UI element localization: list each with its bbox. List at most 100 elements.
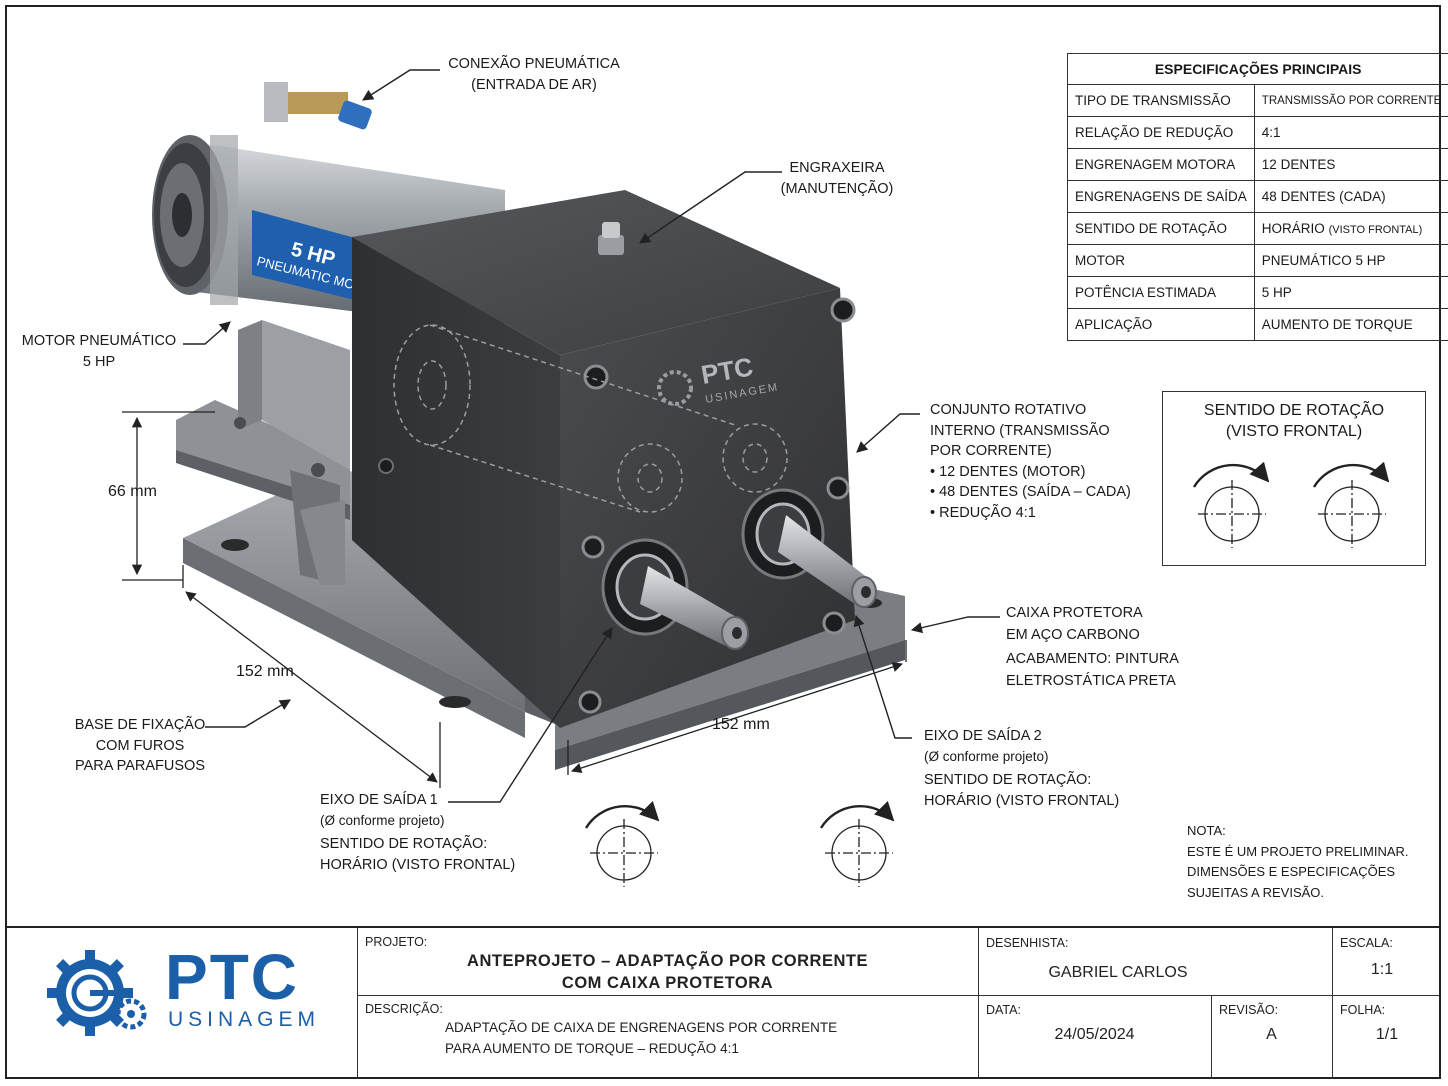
dimension-base-depth: 152 mm xyxy=(236,663,294,680)
callout-line: POR CORRENTE) xyxy=(930,443,1052,459)
spec-value-small: (VISTO FRONTAL) xyxy=(1328,224,1423,236)
callout-line: HORÁRIO (VISTO FRONTAL) xyxy=(924,792,1120,809)
specs-table: ESPECIFICAÇÕES PRINCIPAIS TIPO DE TRANSM… xyxy=(1066,53,1448,341)
dimension-height: 66 mm xyxy=(108,483,157,500)
rotation-box-title: SENTIDO DE ROTAÇÃO (VISTO FRONTAL) xyxy=(1163,400,1425,442)
rotation-symbol-box-right xyxy=(1312,461,1390,548)
description-text: ADAPTAÇÃO DE CAIXA DE ENGRENAGENS POR CO… xyxy=(445,1017,837,1059)
revision-cell xyxy=(1211,995,1212,1079)
revision-value: A xyxy=(1266,1026,1277,1043)
callout-line: MOTOR PNEUMÁTICO xyxy=(21,333,177,349)
rotation-symbol-shaft-2 xyxy=(819,800,895,887)
drafter-cell xyxy=(978,928,979,1079)
note-title: NOTA: xyxy=(1187,823,1226,838)
title-block-divider xyxy=(357,995,1439,996)
callout-line: COM FUROS xyxy=(95,737,185,754)
callout-line: SENTIDO DE ROTAÇÃO: xyxy=(320,836,488,852)
sheet-label: FOLHA: xyxy=(1340,1003,1386,1017)
callout-mounting-base: BASE DE FIXAÇÃO COM FUROS PARA PARAFUSOS xyxy=(60,715,220,777)
callout-pneumatic-motor: MOTOR PNEUMÁTICO 5 HP xyxy=(18,331,180,372)
spec-value: 4:1 xyxy=(1253,116,1448,149)
callout-note: (Ø conforme projeto) xyxy=(924,748,1049,764)
motor-mount xyxy=(176,320,350,585)
project-cell xyxy=(357,928,358,1079)
table-row: SENTIDO DE ROTAÇÃO HORÁRIO (VISTO FRONTAL… xyxy=(1067,212,1448,245)
callout-line: ACABAMENTO: PINTURA xyxy=(1006,651,1179,667)
callout-line: PARA PARAFUSOS xyxy=(75,758,205,774)
note-line: DIMENSÕES E ESPECIFICAÇÕES xyxy=(1187,864,1396,879)
spec-value-main: HORÁRIO xyxy=(1261,221,1325,236)
logo-main-text: PTC xyxy=(165,941,299,1013)
date-value: 24/05/2024 xyxy=(1054,1026,1135,1043)
spec-value: 12 DENTES xyxy=(1253,148,1448,181)
project-title: ANTEPROJETO – ADAPTAÇÃO POR CORRENTE COM… xyxy=(357,950,978,994)
rotation-symbol-box-left xyxy=(1192,461,1270,548)
pneumatic-motor: 5 HP PNEUMATIC MOTOR xyxy=(152,82,505,330)
date-label: DATA: xyxy=(986,1003,1021,1017)
callout-line: • 12 DENTES (MOTOR) xyxy=(930,463,1086,480)
callout-note: (Ø conforme projeto) xyxy=(320,812,445,828)
note-line: SUJEITAS A REVISÃO. xyxy=(1187,884,1325,900)
note-line: ESTE É UM PROJETO PRELIMINAR. xyxy=(1187,843,1409,859)
rotation-symbol-shaft-1 xyxy=(584,800,660,887)
output-shaft-2 xyxy=(741,488,877,608)
callout-rotating-assembly: CONJUNTO ROTATIVO INTERNO (TRANSMISSÃO P… xyxy=(930,400,1131,523)
project-title-line: COM CAIXA PROTETORA xyxy=(561,974,774,992)
sheet-value: 1/1 xyxy=(1375,1026,1399,1043)
project-title-line: ANTEPROJETO – ADAPTAÇÃO POR CORRENTE xyxy=(467,952,868,970)
callout-protective-case: CAIXA PROTETORA EM AÇO CARBONO ACABAMENT… xyxy=(1006,603,1179,692)
gear-logo-icon xyxy=(47,950,147,1036)
rotation-box-title-line: (VISTO FRONTAL) xyxy=(1225,423,1363,440)
spec-label: RELAÇÃO DE REDUÇÃO xyxy=(1067,116,1255,149)
drafter-label: DESENHISTA: xyxy=(986,936,1069,950)
spec-value: AUMENTO DE TORQUE xyxy=(1253,308,1448,341)
description-line: ADAPTAÇÃO DE CAIXA DE ENGRENAGENS POR CO… xyxy=(445,1020,838,1035)
dimension-case-width: 152 mm xyxy=(712,716,770,733)
case-logo-icon xyxy=(657,370,693,406)
callout-line: CONEXÃO PNEUMÁTICA xyxy=(448,56,620,72)
specs-title: ESPECIFICAÇÕES PRINCIPAIS xyxy=(1066,53,1448,85)
callout-line: • REDUÇÃO 4:1 xyxy=(930,504,1036,521)
gearbox-illustration: 5 HP PNEUMATIC MOTOR xyxy=(122,69,1390,887)
title-block: PTC USINAGEM PROJETO: ANTEPROJETO – ADAP… xyxy=(5,926,1441,1079)
note-block: NOTA: ESTE É UM PROJETO PRELIMINAR. DIME… xyxy=(1187,821,1409,903)
revision-label: REVISÃO: xyxy=(1219,1003,1279,1017)
spec-label: SENTIDO DE ROTAÇÃO xyxy=(1067,212,1255,245)
callout-line: EM AÇO CARBONO xyxy=(1006,626,1140,643)
scale-label: ESCALA: xyxy=(1340,936,1393,950)
spec-label: ENGRENAGEM MOTORA xyxy=(1067,148,1255,181)
description-label: DESCRIÇÃO: xyxy=(365,1002,443,1016)
callout-output-shaft-1: EIXO DE SAÍDA 1 (Ø conforme projeto) SEN… xyxy=(320,790,515,875)
callout-line: INTERNO (TRANSMISSÃO xyxy=(930,422,1110,439)
spec-label: MOTOR xyxy=(1067,244,1255,277)
callout-line: ELETROSTÁTICA PRETA xyxy=(1006,672,1176,689)
output-shaft-1 xyxy=(601,538,749,650)
callout-line: ENGRAXEIRA xyxy=(789,160,885,176)
callout-line: BASE DE FIXAÇÃO xyxy=(74,717,206,733)
callout-pneumatic-connection: CONEXÃO PNEUMÁTICA (ENTRADA DE AR) xyxy=(440,54,628,95)
spec-value: TRANSMISSÃO POR CORRENTE xyxy=(1253,84,1448,117)
spec-value: 5 HP xyxy=(1253,276,1448,309)
description-line: PARA AUMENTO DE TORQUE – REDUÇÃO 4:1 xyxy=(445,1041,739,1056)
protective-case: PTC USINAGEM xyxy=(352,190,856,728)
rotation-direction-box: SENTIDO DE ROTAÇÃO (VISTO FRONTAL) xyxy=(1162,391,1426,566)
scale-cell xyxy=(1332,928,1333,1079)
spec-value: PNEUMÁTICO 5 HP xyxy=(1253,244,1448,277)
callout-line: CAIXA PROTETORA xyxy=(1006,605,1143,621)
logo-sub-text: USINAGEM xyxy=(168,1008,321,1031)
spec-label: POTÊNCIA ESTIMADA xyxy=(1067,276,1255,309)
callout-title: EIXO DE SAÍDA 1 xyxy=(320,792,438,808)
callout-title: EIXO DE SAÍDA 2 xyxy=(924,728,1042,744)
callout-line: (ENTRADA DE AR) xyxy=(471,76,597,93)
drawing-frame xyxy=(5,5,1441,1079)
callout-output-shaft-2: EIXO DE SAÍDA 2 (Ø conforme projeto) SEN… xyxy=(924,726,1119,811)
callout-line: 5 HP xyxy=(82,353,116,370)
callout-line: HORÁRIO (VISTO FRONTAL) xyxy=(320,856,516,873)
